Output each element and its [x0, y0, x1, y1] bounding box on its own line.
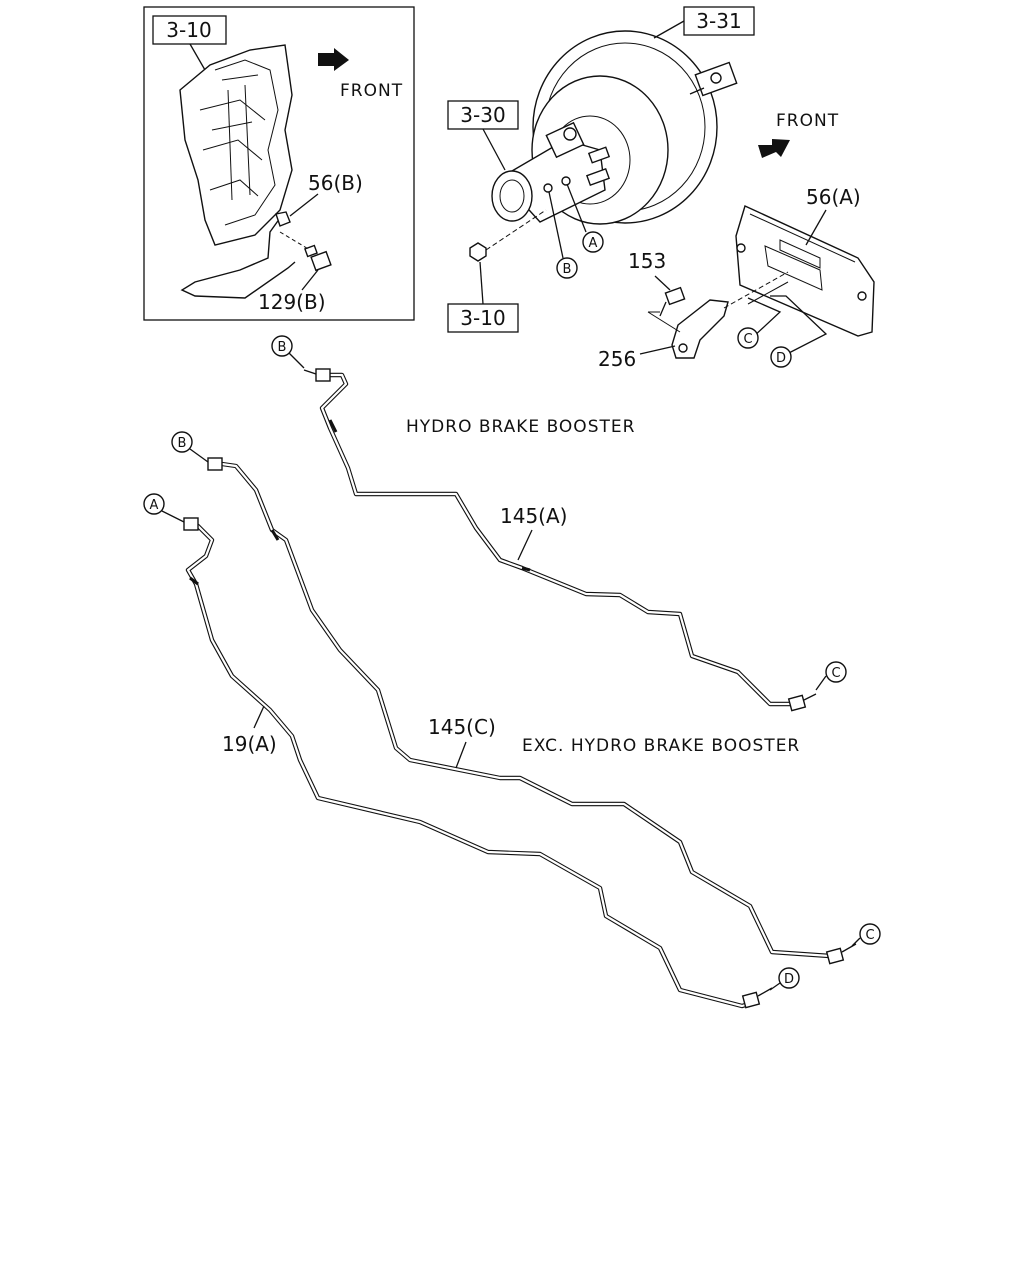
svg-text:A: A — [150, 498, 159, 513]
connector-b-145a — [271, 335, 293, 357]
front-arrow-main-icon — [758, 139, 790, 158]
svg-text:A: A — [589, 236, 598, 251]
svg-text:C: C — [831, 666, 840, 681]
master-cylinder — [491, 121, 611, 223]
connector-a-19a — [143, 493, 165, 515]
front-label-inset: FRONT — [340, 81, 403, 101]
connector-c-145a — [825, 661, 847, 683]
caption-exc-hydro-brake-booster: EXC. HYDRO BRAKE BOOSTER — [522, 736, 800, 756]
dash-panel-part — [179, 44, 293, 246]
svg-text:B: B — [178, 436, 187, 451]
svg-text:B: B — [278, 340, 287, 355]
inset-frame — [143, 6, 415, 321]
caption-hydro-brake-booster: HYDRO BRAKE BOOSTER — [406, 417, 635, 437]
bracket-56b — [180, 217, 296, 299]
part-145a-label: 145(A) — [500, 504, 567, 528]
pipe-145a — [303, 368, 817, 712]
connector-d-bracket — [770, 346, 792, 368]
connector-c-bracket — [737, 327, 759, 349]
part-153-label: 153 — [628, 249, 666, 273]
part-129b-label: 129(B) — [258, 290, 326, 314]
part-145c-label: 145(C) — [428, 715, 496, 739]
svg-text:D: D — [784, 972, 794, 987]
connector-b-145c — [171, 431, 193, 453]
bolt-129b — [304, 244, 332, 272]
bolt-153 — [659, 286, 686, 317]
svg-text:C: C — [743, 332, 752, 347]
ref-3-31: 3-31 — [696, 9, 741, 33]
nut — [469, 242, 487, 262]
front-label-main: FRONT — [776, 111, 839, 131]
part-56a-label: 56(A) — [806, 185, 861, 209]
part-256-label: 256 — [598, 347, 636, 371]
pipe-145c — [207, 457, 857, 965]
connector-c-145c — [859, 923, 881, 945]
part-56b-label: 56(B) — [308, 171, 363, 195]
ref-3-10-bottom: 3-10 — [460, 306, 505, 330]
part-19a-label: 19(A) — [222, 732, 277, 756]
brake-booster-assembly: 3-31 3-30 3-10 A B — [447, 6, 755, 333]
connector-b-booster — [556, 257, 578, 279]
ref-3-30: 3-30 — [460, 103, 505, 127]
pipe-19a — [183, 517, 773, 1009]
ref-3-10-top: 3-10 — [166, 18, 211, 42]
svg-text:D: D — [776, 351, 786, 366]
leader-3-10-top — [189, 43, 206, 71]
svg-text:B: B — [563, 262, 572, 277]
inset-panel: 3-10 FRONT 56(B) 129(B) — [143, 6, 415, 321]
ref-box-3-10-top — [152, 15, 227, 45]
svg-text:C: C — [865, 928, 874, 943]
bracket-56a-assembly: 56(A) 256 153 C D — [598, 185, 875, 371]
bracket-56a — [735, 205, 875, 337]
front-arrow-inset-icon — [318, 48, 349, 71]
connector-a-booster — [582, 231, 604, 253]
connector-d-19a — [778, 967, 800, 989]
clip-256 — [671, 299, 729, 359]
